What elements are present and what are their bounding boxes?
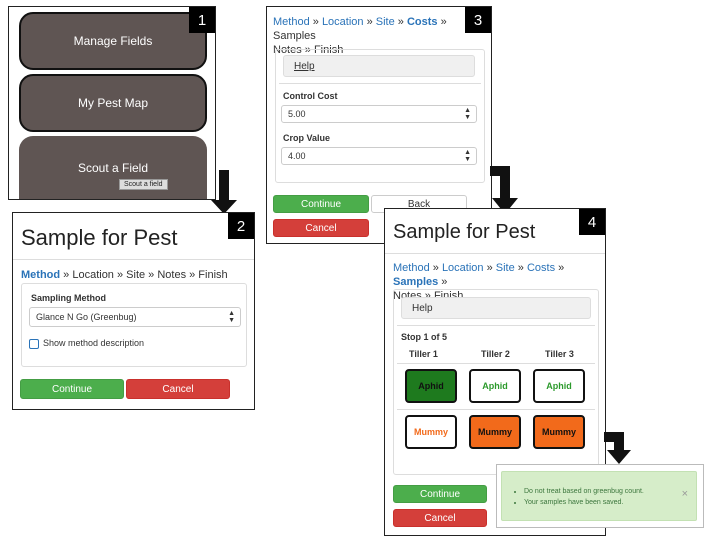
alert-item: Your samples have been saved.: [524, 497, 674, 508]
sampling-method-label: Sampling Method: [31, 293, 106, 303]
help-label: Help: [412, 302, 433, 314]
panel-costs: Method » Location » Site » Costs » Sampl…: [266, 6, 492, 244]
breadcrumb-method[interactable]: Method: [393, 262, 430, 274]
help-label: Help: [294, 60, 315, 72]
select-value: 4.00: [288, 151, 306, 161]
divider: [397, 325, 595, 326]
continue-button[interactable]: Continue: [20, 379, 124, 399]
divider: [397, 409, 595, 410]
cancel-button[interactable]: Cancel: [393, 509, 487, 527]
breadcrumb-sep: »: [555, 262, 565, 274]
breadcrumb-location[interactable]: Location: [321, 16, 364, 28]
close-icon[interactable]: ×: [681, 488, 688, 500]
tiller-header-1: Tiller 1: [409, 349, 438, 359]
crop-value-label: Crop Value: [283, 133, 331, 143]
breadcrumb-sep: »: [429, 262, 442, 274]
breadcrumb-site[interactable]: Site: [375, 16, 395, 28]
show-description-checkbox[interactable]: [29, 339, 39, 349]
control-cost-select[interactable]: 5.00 ▲▼: [281, 105, 477, 123]
sample-tile[interactable]: Aphid: [405, 369, 457, 403]
breadcrumb-method[interactable]: Method: [273, 16, 310, 28]
breadcrumb-sep: »: [438, 276, 448, 288]
tiller-header-3: Tiller 3: [545, 349, 574, 359]
select-value: 5.00: [288, 109, 306, 119]
breadcrumb-active[interactable]: Method: [21, 269, 61, 281]
menu-button-my-pest-map[interactable]: My Pest Map: [19, 74, 207, 132]
sample-tile[interactable]: Mummy: [533, 415, 585, 449]
step-badge: 1: [189, 7, 215, 33]
breadcrumb: Method » Location » Site » Costs » Sampl…: [393, 261, 599, 303]
breadcrumb-sep: »: [514, 262, 527, 274]
help-button[interactable]: Help: [283, 55, 475, 77]
select-caret-icon: ▲▼: [464, 107, 471, 121]
breadcrumb-sep: »: [309, 16, 322, 28]
form-box: [275, 49, 485, 183]
menu-label: My Pest Map: [77, 96, 149, 110]
breadcrumb-location[interactable]: Location: [441, 262, 484, 274]
crop-value-select[interactable]: 4.00 ▲▼: [281, 147, 477, 165]
alert-list: Do not treat based on greenbug count. Yo…: [524, 486, 674, 508]
stop-counter: Stop 1 of 5: [401, 332, 448, 342]
sample-tile[interactable]: Aphid: [533, 369, 585, 403]
divider: [279, 83, 481, 84]
menu-button-manage-fields[interactable]: Manage Fields: [19, 12, 207, 70]
breadcrumb-rest: » Location » Site » Notes » Finish: [60, 269, 228, 281]
arrow-1-to-2: [211, 170, 237, 214]
panel-main-menu: Manage Fields My Pest Map Scout a Field …: [8, 6, 216, 200]
divider: [397, 363, 595, 364]
select-value: Glance N Go (Greenbug): [36, 312, 137, 322]
select-caret-icon: ▲▼: [228, 310, 235, 324]
select-caret-icon: ▲▼: [464, 149, 471, 163]
form-box: [21, 283, 247, 367]
cancel-button[interactable]: Cancel: [126, 379, 230, 399]
breadcrumb-site[interactable]: Site: [495, 262, 515, 274]
tiller-header-2: Tiller 2: [481, 349, 510, 359]
continue-button[interactable]: Continue: [393, 485, 487, 503]
success-notification: Do not treat based on greenbug count. Yo…: [496, 464, 704, 528]
breadcrumb-sep: »: [483, 262, 496, 274]
page-title: Sample for Pest: [21, 225, 178, 250]
sample-tile[interactable]: Mummy: [405, 415, 457, 449]
arrow-3-to-4: [490, 166, 518, 214]
alert-box: Do not treat based on greenbug count. Yo…: [501, 471, 697, 521]
sample-tile[interactable]: Mummy: [469, 415, 521, 449]
breadcrumb: Method » Location » Site » Costs » Sampl…: [273, 15, 473, 57]
divider: [13, 259, 254, 260]
cancel-button[interactable]: Cancel: [273, 219, 369, 237]
show-description-label: Show method description: [43, 338, 145, 348]
divider: [385, 253, 605, 254]
step-badge: 2: [228, 213, 254, 239]
arrow-4-to-notification: [604, 432, 631, 464]
panel-sample-method: Sample for Pest Method » Location » Site…: [12, 212, 255, 410]
step-badge: 4: [579, 209, 605, 235]
menu-button-scout-a-field[interactable]: Scout a Field: [19, 136, 207, 199]
step-badge: 3: [465, 7, 491, 33]
menu-label: Manage Fields: [73, 34, 153, 48]
page-title: Sample for Pest: [393, 221, 536, 243]
breadcrumb: Method » Location » Site » Notes » Finis…: [21, 268, 228, 282]
help-button[interactable]: Help: [401, 297, 591, 319]
breadcrumb-costs[interactable]: Costs: [526, 262, 556, 274]
alert-item: Do not treat based on greenbug count.: [524, 486, 674, 497]
control-cost-label: Control Cost: [283, 91, 338, 101]
tooltip: Scout a field: [119, 179, 168, 190]
breadcrumb-rest: Notes » Finish: [273, 44, 344, 56]
breadcrumb-active[interactable]: Samples: [393, 276, 439, 288]
breadcrumb-active[interactable]: Costs: [406, 16, 438, 28]
breadcrumb-sep: »: [394, 16, 407, 28]
menu-label: Scout a Field: [77, 161, 149, 175]
continue-button[interactable]: Continue: [273, 195, 369, 213]
breadcrumb-sep: »: [363, 16, 376, 28]
sample-tile[interactable]: Aphid: [469, 369, 521, 403]
sampling-method-select[interactable]: Glance N Go (Greenbug) ▲▼: [29, 307, 241, 327]
breadcrumb-rest: » Samples: [273, 16, 447, 42]
